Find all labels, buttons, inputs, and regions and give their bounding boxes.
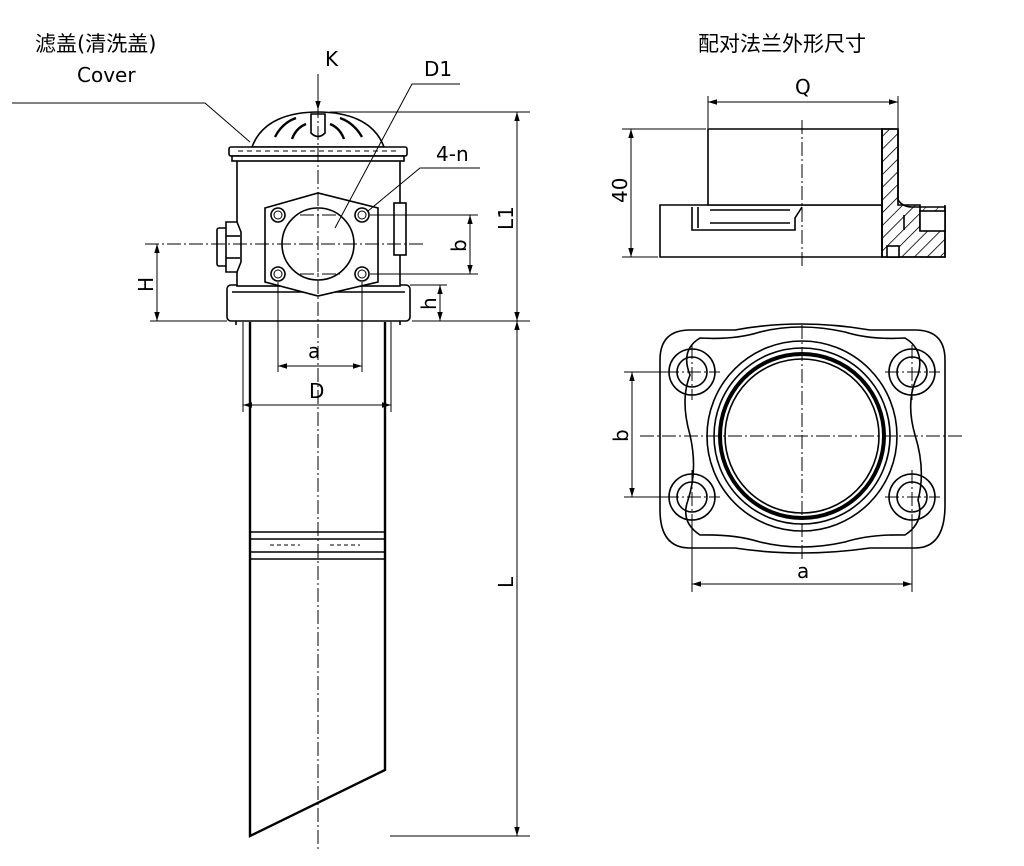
flange-side-view: 配对法兰外形尺寸 Q 40: [608, 32, 946, 268]
l1-dimension: [330, 111, 530, 322]
d1-leader-line: [334, 83, 460, 229]
side-plug: [216, 221, 242, 273]
b-dimension-flange: b: [609, 371, 668, 498]
4n-label: 4-n: [436, 142, 469, 166]
h-large-label: H: [134, 277, 158, 292]
a-label-flange: a: [797, 559, 809, 583]
cover-label-cn: 滤盖(清洗盖): [35, 32, 156, 56]
a-dimension-main: [277, 282, 363, 372]
k-label: K: [325, 47, 339, 71]
h-small-label: h: [417, 297, 441, 310]
b-label-main: b: [447, 239, 471, 252]
a-label-main: a: [308, 339, 320, 363]
l1-label: L1: [494, 206, 518, 230]
b-label-flange: b: [609, 429, 633, 442]
4n-leader-line: [367, 167, 480, 212]
q-label: Q: [795, 75, 811, 99]
filter-assembly-view: 滤盖(清洗盖) Cover K D1 4-n b L1 H h a D L: [12, 32, 530, 850]
cover-leader-line: [12, 102, 251, 143]
l-label: L: [494, 576, 518, 588]
cover-label-en: Cover: [77, 63, 136, 87]
d-label: D: [309, 379, 324, 403]
forty-dimension: 40: [608, 128, 706, 258]
d-dimension: [242, 322, 392, 412]
flange-title: 配对法兰外形尺寸: [698, 32, 866, 56]
flange-top-view: b a: [609, 323, 965, 592]
sight-gauge: [393, 202, 407, 256]
a-dimension-flange: a: [691, 520, 913, 592]
h-small-dimension: [410, 284, 447, 321]
q-dimension: Q: [707, 75, 899, 128]
l-dimension: [390, 321, 530, 837]
d1-label: D1: [424, 57, 452, 81]
forty-label: 40: [608, 178, 632, 203]
b-dimension-main: [370, 214, 478, 275]
h-large-dimension: [150, 244, 227, 322]
